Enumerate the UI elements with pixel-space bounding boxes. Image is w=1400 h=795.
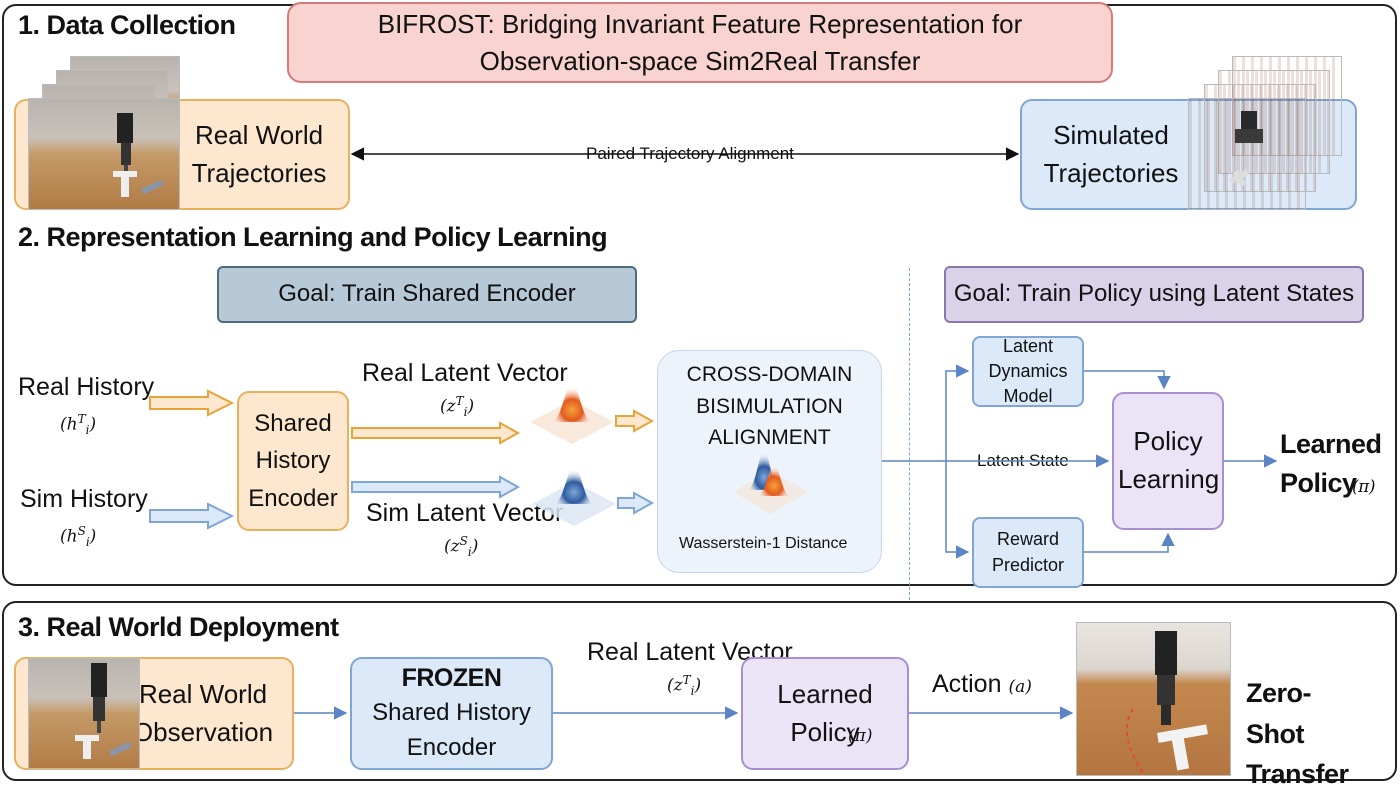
to-reward-arrow <box>945 461 970 559</box>
robot-arm-icon <box>113 113 164 197</box>
goal-policy-label: Goal: Train Policy using Latent States <box>953 280 1355 308</box>
goal-encoder-box: Goal: Train Shared Encoder <box>217 266 637 323</box>
section-divider <box>909 268 910 600</box>
wasserstein-label: Wasserstein-1 Distance <box>679 535 848 552</box>
sim-history-arrow <box>149 502 235 530</box>
simulated-trajectories-label: Simulated Trajectories <box>1043 119 1179 188</box>
real-observation-image <box>28 658 140 769</box>
learned-policy-output: Learned Policy (π) <box>1280 429 1382 499</box>
sim-to-bisim-arrow <box>617 491 655 515</box>
bisimulation-title: CROSS-DOMAIN BISIMULATION ALIGNMENT <box>686 363 853 449</box>
real-trajectory-image <box>28 98 180 210</box>
robot-arm-icon <box>75 663 132 759</box>
real-latent-arrow <box>351 421 521 445</box>
real-to-bisim-arrow <box>615 409 655 433</box>
reward-predictor-label: Reward Predictor <box>991 529 1065 575</box>
frozen-encoder-label: Shared History Encoder <box>372 699 531 761</box>
action-label: Action (a) <box>932 670 1032 698</box>
sim-trajectory-image <box>1188 98 1306 210</box>
goal-policy-box: Goal: Train Policy using Latent States <box>944 266 1364 323</box>
goal-encoder-label: Goal: Train Shared Encoder <box>278 280 576 308</box>
real-history-arrow <box>149 389 235 417</box>
frozen-encoder-box: FROZEN Shared History Encoder <box>350 657 553 770</box>
reward-to-policy-arrow <box>1084 532 1175 553</box>
frozen-label: FROZEN <box>401 664 502 693</box>
real-history-label: Real History <box>18 373 155 401</box>
policy-learning-label: Policy Learning <box>1118 426 1220 494</box>
deploy-policy-box: Learned Policy <box>741 657 909 770</box>
main-title-box: BIFROST: Bridging Invariant Feature Repr… <box>287 2 1113 83</box>
shared-encoder-label: Shared History Encoder <box>248 410 338 512</box>
latent-dynamics-box: Latent Dynamics Model <box>972 336 1084 407</box>
sim-history-symbol: (hSi) <box>60 524 97 550</box>
real-trajectories-label: Real World Trajectories <box>191 119 327 188</box>
zero-shot-label: Zero-Shot Transfer <box>1246 678 1349 789</box>
deploy-policy-label: Learned Policy <box>777 678 873 747</box>
sim-history-label: Sim History <box>20 485 148 513</box>
dynamics-to-policy-arrow <box>1084 370 1171 390</box>
sim-latent-arrow <box>351 475 521 499</box>
section-2-title: 2. Representation Learning and Policy Le… <box>18 222 608 252</box>
sim-latent-distribution-icon <box>532 465 616 526</box>
sim-robot-icon <box>1229 111 1263 187</box>
reward-predictor-box: Reward Predictor <box>972 517 1084 588</box>
deploy-policy-symbol: (π) <box>848 726 873 746</box>
zero-shot-image <box>1076 622 1231 776</box>
shared-encoder-box: Shared History Encoder <box>237 391 349 531</box>
sim-trajectory-image <box>1218 70 1330 174</box>
aligned-distribution-icon <box>734 448 808 514</box>
real-history-symbol: (hTi) <box>60 412 97 438</box>
latent-dynamics-label: Latent Dynamics Model <box>988 335 1068 407</box>
policy-learning-box: Policy Learning <box>1112 392 1224 530</box>
robot-arm-icon <box>1126 631 1208 774</box>
to-dynamics-arrow <box>945 364 970 461</box>
main-title: BIFROST: Bridging Invariant Feature Repr… <box>377 9 1023 76</box>
section-3-title: 3. Real World Deployment <box>18 612 339 642</box>
real-latent-distribution-icon <box>530 382 614 444</box>
bisimulation-box: CROSS-DOMAIN BISIMULATION ALIGNMENT <box>657 350 882 573</box>
real-observation-label: Real World Observation <box>132 678 274 747</box>
section-1-title: 1. Data Collection <box>18 10 236 40</box>
